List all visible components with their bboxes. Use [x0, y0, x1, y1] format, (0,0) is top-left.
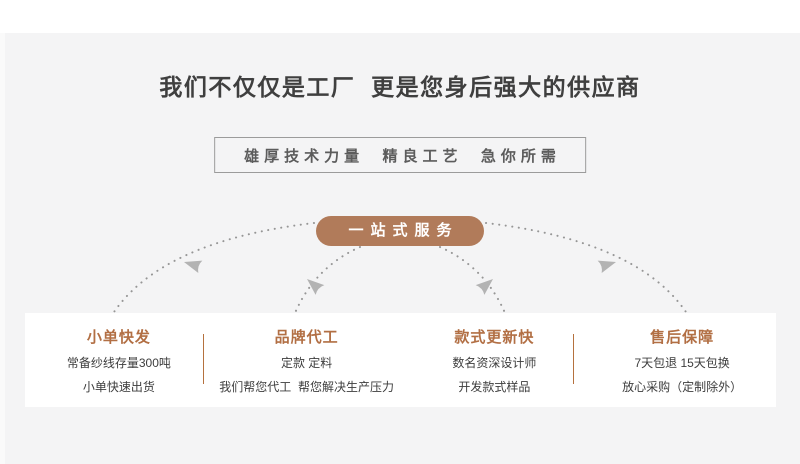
- feature-fast-style-updates: 款式更新快 数名资深设计师 开发款式样品: [401, 313, 589, 407]
- feature-line: 开发款式样品: [458, 380, 531, 394]
- vertical-divider: [203, 334, 204, 384]
- section-title: 我们不仅仅是工厂 更是您身后强大的供应商: [159, 74, 641, 100]
- arrow-icon: [307, 279, 325, 295]
- feature-small-order-fast-shipping: 小单快发 常备纱线存量300吨 小单快速出货: [25, 313, 213, 407]
- arrow-icon: [475, 279, 493, 295]
- feature-title: 款式更新快: [454, 329, 535, 346]
- feature-title: 售后保障: [650, 329, 715, 346]
- feature-line: 我们帮您代工 帮您解决生产压力: [219, 380, 394, 394]
- feature-line: 数名资深设计师: [452, 356, 537, 370]
- feature-line: 定款 定料: [280, 356, 333, 370]
- left-edge-strip: [0, 33, 5, 464]
- vertical-divider: [573, 334, 574, 384]
- feature-line: 7天包退 15天包换: [634, 356, 730, 370]
- feature-brand-oem: 品牌代工 定款 定料 我们帮您代工 帮您解决生产压力: [213, 313, 401, 407]
- feature-title: 小单快发: [86, 329, 151, 346]
- feature-title: 品牌代工: [274, 329, 339, 346]
- arc-to-feature-3: [439, 246, 506, 314]
- top-white-band: [0, 0, 800, 33]
- feature-line: 常备纱线存量300吨: [66, 356, 171, 370]
- features-panel: 小单快发 常备纱线存量300吨 小单快速出货 品牌代工 定款 定料 我们帮您代工…: [25, 313, 776, 407]
- arc-to-feature-4: [485, 222, 689, 316]
- arc-to-feature-1: [111, 222, 315, 316]
- feature-line: 放心采购（定制除外）: [622, 380, 743, 394]
- arrow-icon: [597, 260, 616, 273]
- one-stop-service-button[interactable]: 一站式服务: [316, 216, 484, 246]
- arrow-icon: [184, 260, 203, 273]
- arc-to-feature-2: [294, 246, 361, 314]
- feature-line: 小单快速出货: [82, 380, 155, 394]
- slogan-box: 雄厚技术力量 精良工艺 急你所需: [214, 137, 586, 173]
- feature-after-sales-guarantee: 售后保障 7天包退 15天包换 放心采购（定制除外）: [588, 313, 776, 407]
